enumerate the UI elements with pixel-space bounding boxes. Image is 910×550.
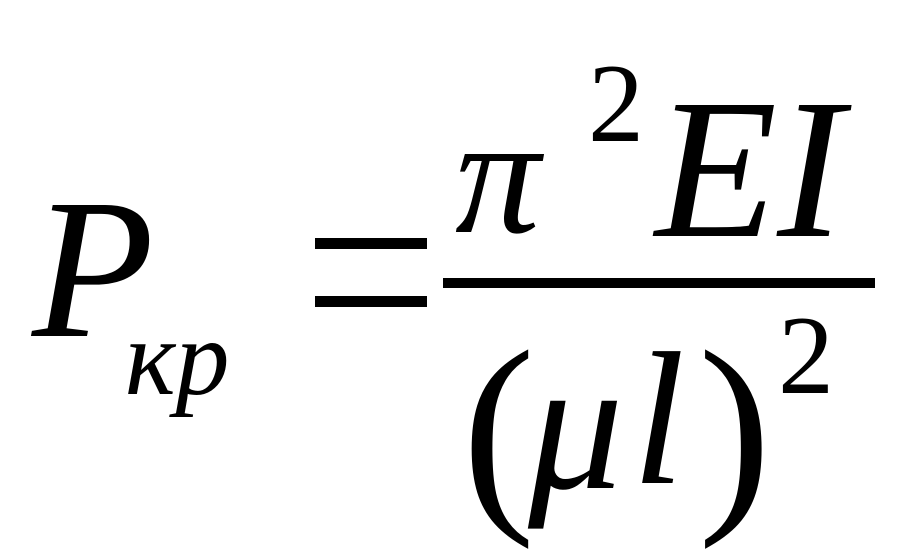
close-parenthesis: ) (698, 306, 772, 550)
fraction-bar (443, 278, 875, 288)
pi-symbol: π (455, 81, 541, 269)
load-symbol-P: P (32, 159, 155, 380)
equals-top-bar (315, 238, 427, 249)
mu-symbol: μ (528, 320, 624, 530)
stiffness-EI: EI (655, 59, 844, 280)
open-parenthesis: ( (462, 306, 536, 550)
pi-exponent: 2 (588, 42, 644, 166)
denominator-exponent: 2 (778, 294, 834, 418)
length-symbol-l: l (632, 315, 685, 525)
equals-sign (315, 238, 427, 308)
load-subscript: кр (125, 299, 230, 418)
equals-bottom-bar (315, 296, 427, 307)
